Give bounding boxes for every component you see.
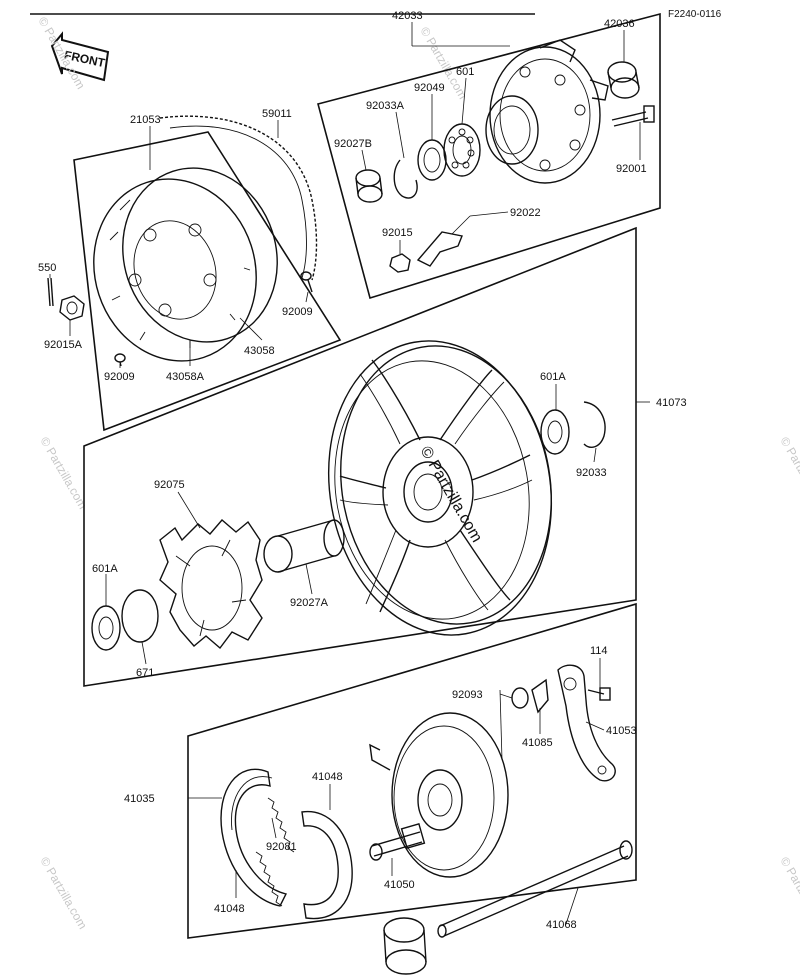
- part-label: 41085: [522, 737, 553, 749]
- part-label: 42036: [604, 18, 635, 30]
- watermark: © Partzilla.com: [417, 444, 486, 546]
- part-label: 92015A: [44, 339, 83, 351]
- spring-92081-lower: [255, 851, 283, 907]
- bolt-92009-upper: [300, 271, 313, 293]
- part-label: 92075: [154, 479, 185, 491]
- part-label: 92009: [282, 306, 313, 318]
- part-label: 671: [136, 667, 154, 679]
- part-label: 41073: [656, 397, 687, 409]
- wheel-41073: [327, 340, 553, 636]
- watermark: © Partzilla.com: [777, 435, 800, 512]
- box-hub-assembly: [317, 12, 661, 300]
- part-label: 59011: [262, 108, 292, 120]
- part-label: 21053: [130, 114, 161, 126]
- collar-92027B: [355, 169, 383, 203]
- diagram-code: F2240-0116: [668, 9, 722, 20]
- damper-92075: [159, 519, 263, 650]
- watermark: © Partzilla.com: [37, 855, 90, 932]
- lock-plate-92022: [416, 231, 463, 267]
- box-wheel-assembly: [83, 226, 637, 687]
- part-label: 43058: [244, 345, 275, 357]
- part-label: 92027B: [334, 138, 372, 150]
- axle-41068: [437, 840, 633, 938]
- part-label: 92022: [510, 207, 541, 219]
- part-label: 601A: [92, 563, 118, 575]
- bolt-92001: [611, 105, 655, 127]
- coupling-plate-42033: [485, 39, 609, 184]
- part-label: 41048: [312, 771, 343, 783]
- cam-41050: [369, 823, 426, 861]
- o-ring-671: [121, 589, 159, 643]
- seal-92049: [417, 139, 447, 181]
- indicator-41085: [531, 678, 549, 714]
- front-arrow-icon: FRONT: [50, 31, 110, 82]
- part-label: 41050: [384, 879, 415, 891]
- part-label: 92015: [382, 227, 413, 239]
- spring-92081-upper: [267, 797, 295, 853]
- bearing-601: [443, 123, 481, 177]
- box-brake-assembly: [187, 602, 637, 939]
- cotter-pin-550: [47, 277, 54, 307]
- circlip-92033: [583, 401, 606, 448]
- collar-92027A: [263, 519, 345, 573]
- lever-41053: [557, 664, 616, 782]
- part-label: 41053: [606, 725, 637, 737]
- part-label: 92033: [576, 467, 607, 479]
- bolt-114: [587, 687, 611, 701]
- collar-92027: [383, 917, 427, 975]
- part-label: 92001: [616, 163, 647, 175]
- part-label: 41035: [124, 793, 155, 805]
- brake-panel: [369, 712, 509, 878]
- washer-92093: [511, 687, 529, 709]
- box-sprocket-assembly: [73, 131, 342, 432]
- part-label: 114: [590, 645, 608, 657]
- collar-42036: [607, 61, 640, 99]
- part-label: 92049: [414, 82, 445, 94]
- part-label: 43058A: [166, 371, 205, 383]
- part-label: 601: [456, 66, 474, 78]
- part-label: 92093: [452, 689, 483, 701]
- part-label: 92033A: [366, 100, 405, 112]
- brake-shoe-41035: [220, 768, 353, 920]
- part-label: 550: [38, 262, 56, 274]
- bearing-601A-left: [91, 605, 121, 651]
- castle-nut-92015A: [59, 295, 85, 321]
- part-label: 41068: [546, 919, 577, 931]
- leader-lines: [49, 22, 650, 925]
- part-label: 92009: [104, 371, 135, 383]
- sprocket-21053: [93, 167, 278, 362]
- bearing-601A-right: [540, 409, 570, 455]
- part-label: 92027A: [290, 597, 329, 609]
- bolt-92009-lower: [114, 353, 126, 367]
- part-label: 42033: [392, 10, 423, 22]
- watermark: © Partzilla.com: [37, 435, 90, 512]
- part-label: 601A: [540, 371, 566, 383]
- part-label: 92081: [266, 841, 297, 853]
- watermark: © Partzilla.com: [777, 855, 800, 932]
- nut-92015: [389, 253, 411, 273]
- part-label: 41048: [214, 903, 245, 915]
- chain-59011: [159, 115, 318, 281]
- circlip-92033A: [393, 159, 418, 199]
